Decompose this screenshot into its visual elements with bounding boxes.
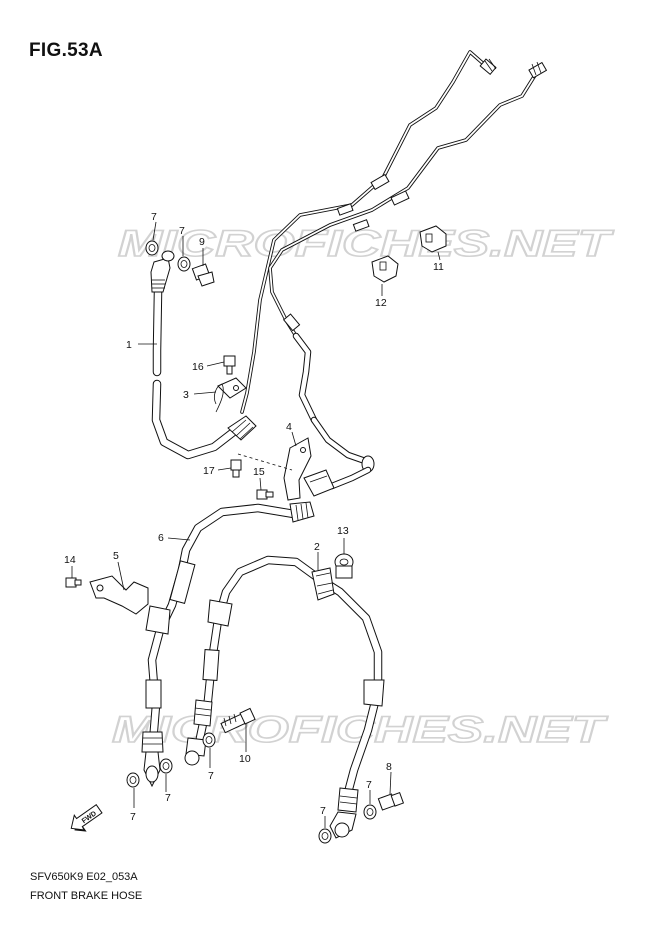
washer-7b	[177, 256, 191, 272]
pipe-end-a	[479, 58, 497, 76]
fwd-label: FWD	[81, 810, 98, 825]
bolt-15	[256, 489, 274, 500]
washer-7a	[145, 240, 159, 256]
bolt-14	[65, 577, 82, 588]
washer-7f	[318, 828, 332, 844]
callout-13: 13	[337, 525, 349, 537]
bolt-16	[223, 355, 236, 375]
washer-7g	[363, 804, 377, 820]
callout-7b: 7	[179, 225, 185, 237]
brake-hose-6	[141, 501, 315, 788]
washer-7c	[126, 772, 140, 788]
callout-11: 11	[433, 261, 444, 273]
callout-8: 8	[386, 761, 392, 773]
bracket-5	[89, 575, 149, 615]
callout-16: 16	[192, 361, 204, 373]
callout-7e: 7	[208, 770, 214, 782]
clamp-13	[334, 553, 354, 579]
pipe-sleeves	[336, 173, 410, 232]
brake-hose-1	[150, 250, 257, 460]
small-parts	[65, 225, 447, 844]
callout-4: 4	[286, 421, 292, 433]
callout-7f: 7	[320, 805, 326, 817]
brake-hose-2	[184, 555, 385, 839]
figure-title: FIG.53A	[29, 40, 103, 61]
watermark-group: MICROFICHES.NET MICROFICHES.NET	[111, 222, 615, 751]
clamp-12	[371, 255, 399, 283]
callout-14: 14	[64, 554, 76, 566]
callout-7g: 7	[366, 779, 372, 791]
watermark-top: MICROFICHES.NET	[118, 223, 615, 264]
leader-lines	[71, 221, 441, 828]
callout-5: 5	[113, 550, 119, 562]
clamp-11	[419, 225, 447, 253]
callout-labels: 1 2 3 4 5 6 7 7 7 7 7 7 7 8 9 10 11 12 1…	[64, 211, 444, 823]
callout-17: 17	[203, 465, 215, 477]
union-bolt-9	[191, 263, 215, 287]
callout-1: 1	[126, 339, 132, 351]
callout-6: 6	[158, 532, 164, 544]
union-bolt-8	[377, 792, 405, 811]
figure-name: FRONT BRAKE HOSE	[30, 890, 143, 902]
figure-model-code: SFV650K9 E02_053A	[30, 871, 138, 883]
callout-10: 10	[239, 753, 251, 765]
brake-hose-joint	[282, 313, 375, 501]
bolt-17	[230, 459, 242, 478]
callout-7d: 7	[165, 792, 171, 804]
pipe-end-b	[528, 61, 548, 79]
union-bolt-10	[220, 707, 256, 734]
washer-7e	[202, 732, 216, 748]
callout-12: 12	[375, 297, 387, 309]
callout-7a: 7	[151, 211, 157, 223]
washer-7d	[159, 758, 173, 774]
clamp-3	[214, 377, 247, 413]
brake-pipes	[240, 50, 548, 414]
callout-7c: 7	[130, 811, 136, 823]
callout-9: 9	[199, 236, 205, 248]
callout-3: 3	[183, 389, 189, 401]
fwd-arrow-icon: FWD	[70, 804, 103, 832]
callout-15: 15	[253, 466, 265, 478]
callout-2: 2	[314, 541, 320, 553]
